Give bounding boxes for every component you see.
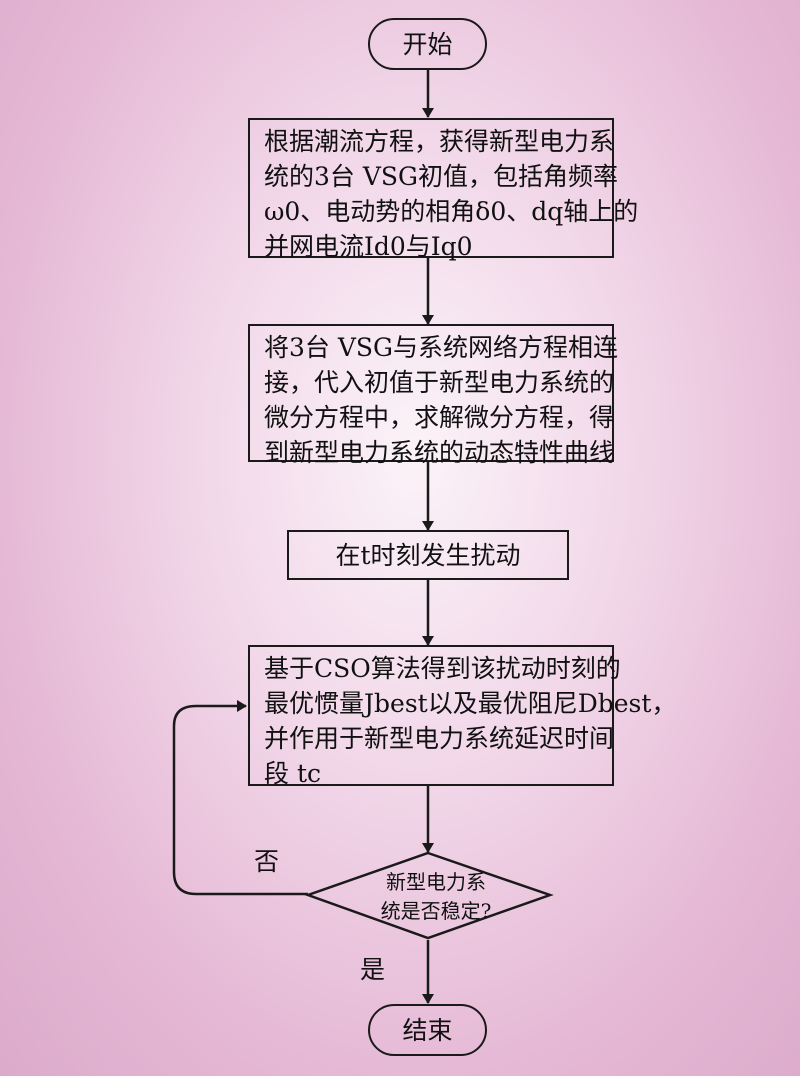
step-1-line-2: 统的3台 VSG初值，包括角频率 bbox=[264, 162, 619, 191]
arrow-no-loop-back bbox=[172, 700, 308, 896]
end-label: 结束 bbox=[402, 1015, 453, 1045]
step-1-box: 根据潮流方程，获得新型电力系 统的3台 VSG初值，包括角频率 ω0、电动势的相… bbox=[248, 118, 639, 261]
step-4-line-1: 基于CSO算法得到该扰动时刻的 bbox=[264, 654, 621, 683]
step-2-box: 将3台 VSG与系统网络方程相连 接，代入初值于新型电力系统的 微分方程中，求解… bbox=[248, 324, 619, 467]
decision-text: 新型电力系 统是否稳定? bbox=[318, 868, 554, 932]
step-2-line-4: 到新型电力系统的动态特性曲线 bbox=[264, 438, 615, 467]
step-2-line-1: 将3台 VSG与系统网络方程相连 bbox=[264, 333, 619, 362]
decision-line-1: 新型电力系 bbox=[386, 870, 486, 894]
step-3-label: 在t时刻发生扰动 bbox=[335, 540, 521, 570]
step-1-line-1: 根据潮流方程，获得新型电力系 bbox=[264, 127, 615, 156]
label-yes: 是 bbox=[360, 955, 386, 984]
step-4-line-2: 最优惯量Jbest以及最优阻尼Dbest， bbox=[264, 689, 677, 718]
step-2-line-2: 接，代入初值于新型电力系统的 bbox=[264, 368, 615, 397]
step-1-line-3: ω0、电动势的相角δ0、dq轴上的 bbox=[264, 197, 639, 226]
step-1-line-4: 并网电流Id0与Iq0 bbox=[264, 232, 473, 261]
step-4-box: 基于CSO算法得到该扰动时刻的 最优惯量Jbest以及最优阻尼Dbest， 并作… bbox=[248, 645, 677, 788]
label-no: 否 bbox=[254, 847, 280, 876]
start-node: 开始 bbox=[368, 18, 487, 70]
step-4-line-4: 段 tc bbox=[264, 759, 321, 788]
start-label: 开始 bbox=[402, 29, 453, 59]
decision-diamond bbox=[304, 851, 554, 940]
step-4-line-3: 并作用于新型电力系统延迟时间 bbox=[264, 724, 615, 753]
step-2-line-3: 微分方程中，求解微分方程，得 bbox=[264, 403, 615, 432]
step-3-box: 在t时刻发生扰动 bbox=[287, 530, 569, 580]
decision-line-2: 统是否稳定? bbox=[380, 899, 492, 923]
end-node: 结束 bbox=[368, 1004, 487, 1056]
